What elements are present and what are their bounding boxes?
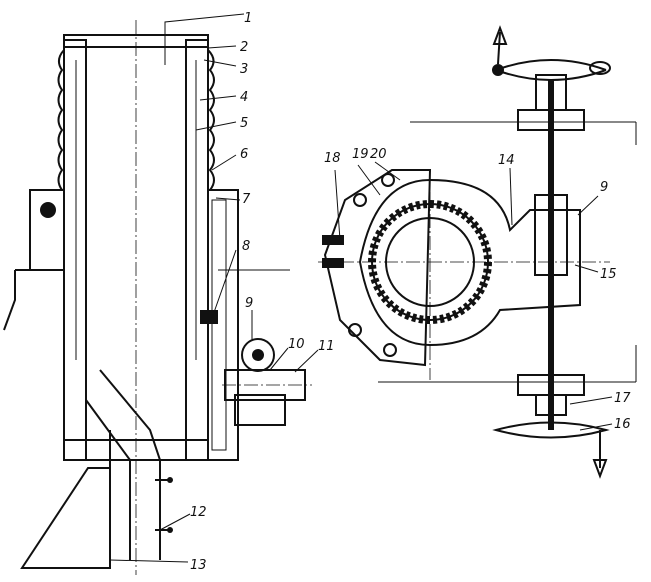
- callout-1: 1: [244, 11, 252, 26]
- callout-7: 7: [242, 192, 251, 207]
- leader-lines-right: [334, 161, 613, 431]
- flange-plate: [323, 169, 432, 367]
- leader-lines-left: [109, 13, 319, 563]
- flange-bolt: [348, 323, 362, 337]
- callout-2: 2: [240, 40, 248, 55]
- flange-bolt: [383, 343, 397, 357]
- callout-15: 15: [600, 267, 617, 282]
- housing-bolt: [40, 202, 56, 218]
- bellows-right: [207, 47, 215, 191]
- callout-18: 18: [324, 151, 341, 166]
- flange-bolt: [381, 173, 395, 187]
- outer-sleeve-right: [185, 39, 209, 461]
- callout-4: 4: [240, 90, 248, 105]
- bottom-handwheel: [492, 421, 610, 439]
- clamp-ring: [368, 200, 492, 324]
- base-bracket: [20, 467, 111, 569]
- callout-3: 3: [240, 62, 248, 77]
- funnel: [85, 220, 131, 560]
- outer-sleeve-left: [63, 39, 87, 461]
- callout-10: 10: [288, 337, 305, 352]
- flange-bolt: [353, 193, 367, 207]
- clamp-body: [358, 178, 581, 347]
- right-housing: [207, 189, 239, 461]
- callout-8: 8: [242, 239, 250, 254]
- callout-labels: 1 2 3 4 5 6 7 8 9 10 11 12 13 14 9 15 16…: [190, 11, 631, 573]
- callout-14: 14: [498, 153, 515, 168]
- callout-6: 6: [240, 147, 248, 162]
- callout-12: 12: [190, 505, 207, 520]
- housing-block: [29, 189, 65, 271]
- callout-20: 20: [370, 147, 387, 162]
- callout-11: 11: [318, 339, 335, 354]
- callout-17: 17: [614, 391, 631, 406]
- column-section-view: [3, 20, 312, 575]
- callout-5: 5: [240, 116, 248, 131]
- callout-9: 9: [245, 296, 253, 311]
- bellows-left: [57, 47, 65, 191]
- callout-13: 13: [190, 558, 207, 573]
- callout-16: 16: [614, 417, 631, 432]
- clamp-plan-view: [318, 25, 637, 479]
- callout-9b: 9: [600, 180, 608, 195]
- callout-19: 19: [352, 147, 369, 162]
